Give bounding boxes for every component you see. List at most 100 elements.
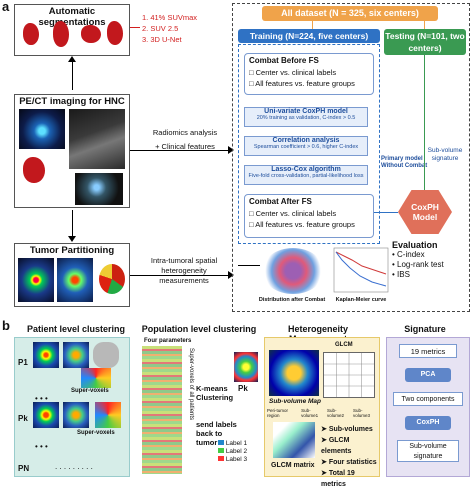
evaluation-title: Evaluation (392, 240, 438, 250)
pet-image-1 (19, 109, 65, 149)
without-combat-text: Without Combat (381, 163, 428, 169)
combat-before-item-1: □ Center vs. clinical labels (249, 68, 337, 77)
combat-after-item-1: □ Center vs. clinical labels (249, 209, 337, 218)
corr-sub: Spearman coefficient > 0.6, higher C-ind… (253, 144, 359, 150)
all-dataset-header: All dataset (N = 325, six centers) (262, 6, 438, 21)
km-curve-series-1 (335, 251, 387, 275)
intra-label: Intra-tumoral spatial heterogeneity meas… (150, 256, 218, 285)
population-clustering-title: Population level clustering (141, 324, 257, 334)
split-line (312, 21, 313, 29)
radiomics-text: Radiomics analysis (152, 128, 218, 137)
het-item-1: ➤ Sub-volumes (321, 426, 373, 433)
label-legend: Label 1 Label 2 Label 3 (218, 440, 247, 464)
het-item-2: ➤ GLCM elements (321, 437, 352, 455)
arrow-down-partition (72, 210, 73, 238)
patient-clustering-title: Patient level clustering (26, 324, 126, 334)
arrow-up-seg (72, 58, 73, 90)
ct-image-2 (75, 173, 123, 205)
lasso-step: Lasso-Cox algorithm Five-fold cross-vali… (244, 165, 368, 185)
sv-all-patients-label: Super-voxels of all patients (188, 348, 194, 421)
pn-dots: . . . . . . . . . (55, 462, 93, 471)
partition-image-2 (57, 258, 93, 302)
legend-sv1: Sub-volume1 (301, 408, 319, 418)
patient-label-p1: P1 (18, 358, 28, 367)
subvolume-map-label: Sub-volume Map (269, 398, 322, 405)
testing-header: Testing (N=101, two centers) (384, 29, 466, 55)
patient-panel: P1 Pk PN Super-voxels • • • Super-voxels… (14, 337, 130, 477)
tumor-partition-title: Tumor Partitioning (29, 245, 115, 256)
corr-title: Correlation analysis (272, 137, 340, 144)
arrow-partition-intra (130, 275, 230, 276)
distribution-plot (262, 248, 324, 294)
subvolume-map-image (269, 350, 319, 396)
panel-a-letter: a (2, 0, 10, 14)
evaluation-box: Evaluation • C-index • Log-rank test • I… (392, 240, 466, 286)
univariate-title: Uni-variate CoxPH model (264, 108, 348, 115)
pk-result-label: Pk (238, 384, 248, 393)
seg-blob-3 (81, 25, 101, 43)
legend-sv3: Sub-volume3 (353, 408, 371, 418)
partition-tumor-3d (99, 264, 125, 294)
pet-ct-box: PE/CT imaging for HNC (14, 94, 130, 208)
legend-sv2: Sub-volume2 (327, 408, 345, 418)
signature-panel: 19 metrics PCA Two components CoxPH Sub-… (386, 337, 470, 477)
distribution-caption: Distribution after Combat (258, 297, 326, 303)
sig-step-1: 19 metrics (399, 344, 457, 358)
testing-line (424, 55, 425, 190)
sig-step-coxph: CoxPH (405, 416, 451, 430)
ct-image-sagittal (69, 109, 125, 169)
panel-b-letter: b (2, 318, 10, 333)
primary-model-text: Primary model (381, 156, 423, 162)
sig-step-subvolume: Sub-volume signature (397, 440, 459, 462)
arrow-to-methods (130, 27, 140, 28)
univariate-step: Uni-variate CoxPH model 20% training as … (244, 107, 368, 127)
primary-model-label: Primary model Without Combat (381, 156, 427, 170)
seg-method-3: 3. 3D U-Net (142, 35, 182, 44)
seg-method-2: 2. SUV 2.5 (142, 24, 179, 33)
flowchart-frame (232, 3, 470, 312)
subvolume-signature-label: Sub-volume signature (427, 147, 463, 162)
pk-img-1 (33, 402, 59, 428)
send-labels-label: send labels back to tumor (196, 420, 237, 447)
signature-title: Signature (404, 324, 446, 334)
seg-blob-4 (107, 21, 123, 45)
arrow-partition-intra-head (228, 271, 234, 279)
arrow-pet-radiomics-head (228, 146, 234, 154)
p1-supervoxel (81, 368, 111, 388)
glcm-3d-plot (273, 422, 315, 458)
combat-before-item-2: □ All features vs. feature groups (249, 79, 355, 88)
legend-peri: Peri-tumor region (267, 408, 289, 418)
eval-item-2: • Log-rank test (392, 260, 444, 269)
arrow-pet-radiomics (130, 150, 230, 151)
clinical-text: + Clinical features (155, 142, 215, 151)
p1-img-1 (33, 342, 59, 368)
combat-before-title: Combat Before FS (249, 56, 319, 65)
partition-image-1 (18, 258, 54, 302)
label-3: Label 3 (218, 456, 247, 464)
seg-method-1: 1. 41% SUVmax (142, 13, 198, 22)
arrow-after-to-cox (374, 212, 398, 213)
tumor-partition-box: Tumor Partitioning (14, 243, 130, 307)
pet-tumor-3d (23, 157, 45, 183)
km-caption: Kaplan-Meier curve (335, 297, 387, 303)
combat-before-box: Combat Before FS □ Center vs. clinical l… (244, 53, 374, 95)
radiomics-label: Radiomics analysis + Clinical features (150, 128, 220, 152)
lasso-sub: Five-fold cross-validation, partial-like… (248, 173, 364, 179)
eval-item-3: • IBS (392, 270, 410, 279)
glcm-label: GLCM (335, 342, 353, 348)
four-params-label: Four parameters (144, 338, 192, 344)
pk-supervoxel (95, 402, 121, 428)
patient-label-pn: PN (18, 464, 30, 473)
population-heatmap (142, 346, 182, 474)
univariate-sub: 20% training as validation, C-index > 0.… (256, 115, 356, 121)
kmeans-label: K-means Clustering (196, 384, 234, 402)
glcm-matrix-label: GLCM matrix (271, 462, 315, 469)
het-item-3: ➤ Four statistics (321, 459, 377, 466)
coxph-text: CoxPH (411, 202, 439, 212)
lasso-title: Lasso-Cox algorithm (271, 166, 341, 173)
p1-img-3 (93, 342, 119, 368)
seg-methods-list: 1. 41% SUVmax 2. SUV 2.5 3. 3D U-Net (142, 12, 197, 45)
seg-blob-1 (23, 23, 39, 45)
sig-step-two-components: Two components (393, 392, 463, 406)
eval-item-1: • C-index (392, 250, 425, 259)
